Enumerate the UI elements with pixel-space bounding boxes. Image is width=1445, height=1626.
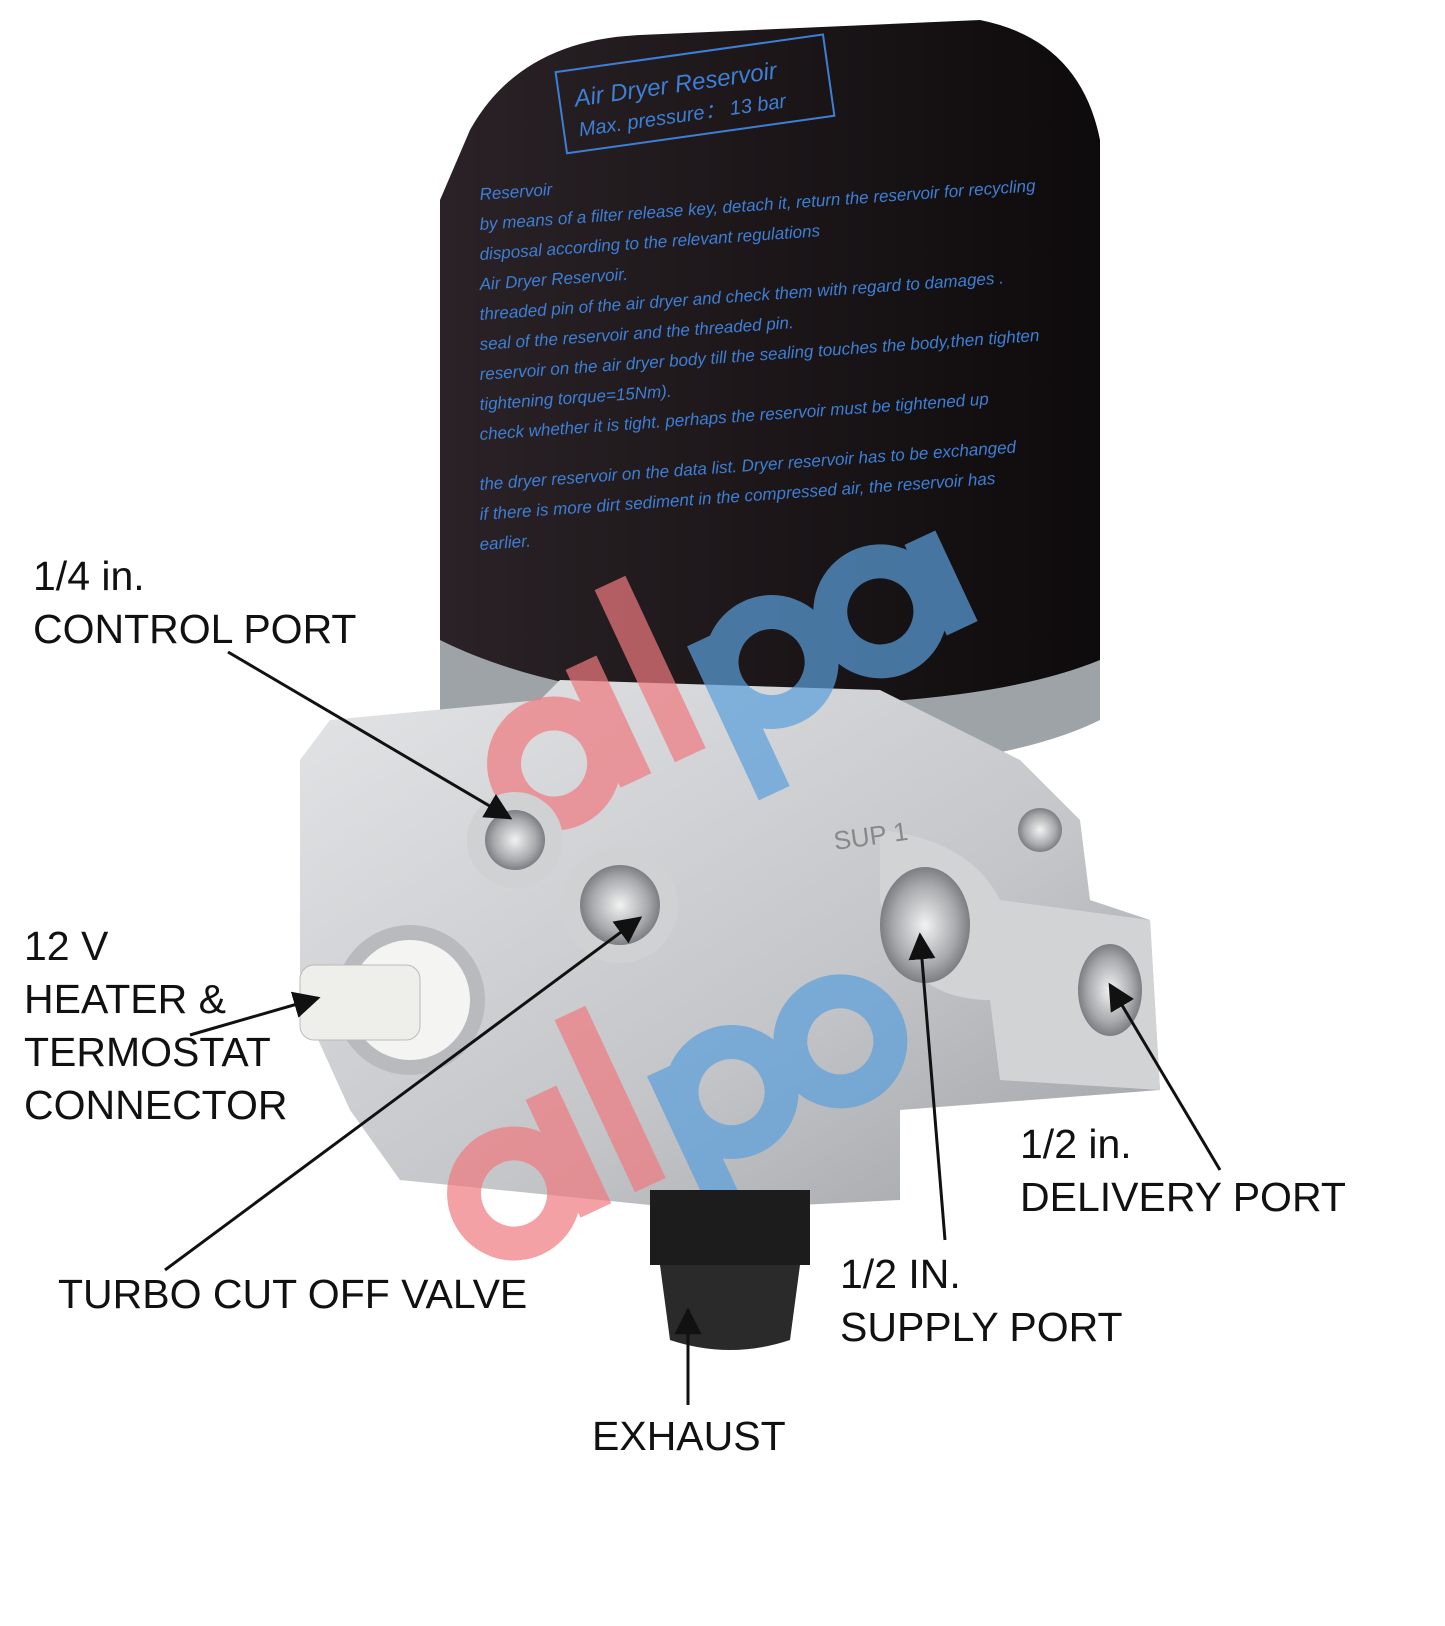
watermark-logo [447, 530, 978, 1261]
arrow-delivery-port [1108, 982, 1222, 1171]
label-line: 1/2 IN. [840, 1251, 961, 1297]
label-control-port: 1/4 in. CONTROL PORT [33, 550, 356, 656]
arrow-supply-port [908, 932, 947, 1241]
control-port [485, 810, 545, 870]
supply-port [880, 867, 970, 983]
label-line: 12 V [24, 923, 109, 969]
label-line: 1/2 in. [1020, 1121, 1132, 1167]
label-exhaust: EXHAUST [592, 1410, 786, 1463]
reservoir-canister: Air Dryer Reservoir Max. pressure： 13 ba… [440, 20, 1100, 775]
label-supply-port: 1/2 IN. SUPPLY PORT [840, 1248, 1123, 1354]
arrow-heater-connector [189, 991, 321, 1037]
label-line: HEATER & [24, 976, 226, 1022]
arrow-control-port [227, 650, 513, 820]
exhaust-port [660, 1265, 800, 1350]
heater-connector-plug [299, 964, 421, 1041]
label-delivery-port: 1/2 in. DELIVERY PORT [1020, 1118, 1346, 1224]
label-line: DELIVERY PORT [1020, 1174, 1346, 1220]
callout-arrows [164, 650, 1222, 1405]
label-heater-connector: 12 V HEATER & TERMOSTAT CONNECTOR [24, 920, 287, 1132]
label-line: SUPPLY PORT [840, 1304, 1123, 1350]
label-line: EXHAUST [592, 1413, 786, 1459]
label-line: TURBO CUT OFF VALVE [58, 1271, 528, 1317]
arrow-turbo-valve [164, 916, 643, 1272]
label-line: CONTROL PORT [33, 606, 357, 652]
exhaust-nut [650, 1190, 810, 1265]
label-turbo-valve: TURBO CUT OFF VALVE [58, 1268, 527, 1321]
label-line: CONNECTOR [24, 1082, 288, 1128]
canister-instruction-line: earlier. [479, 531, 532, 554]
valve-body: SUP 1 [299, 530, 1160, 1350]
label-line: TERMOSTAT [24, 1029, 271, 1075]
label-line: 1/4 in. [33, 553, 145, 599]
